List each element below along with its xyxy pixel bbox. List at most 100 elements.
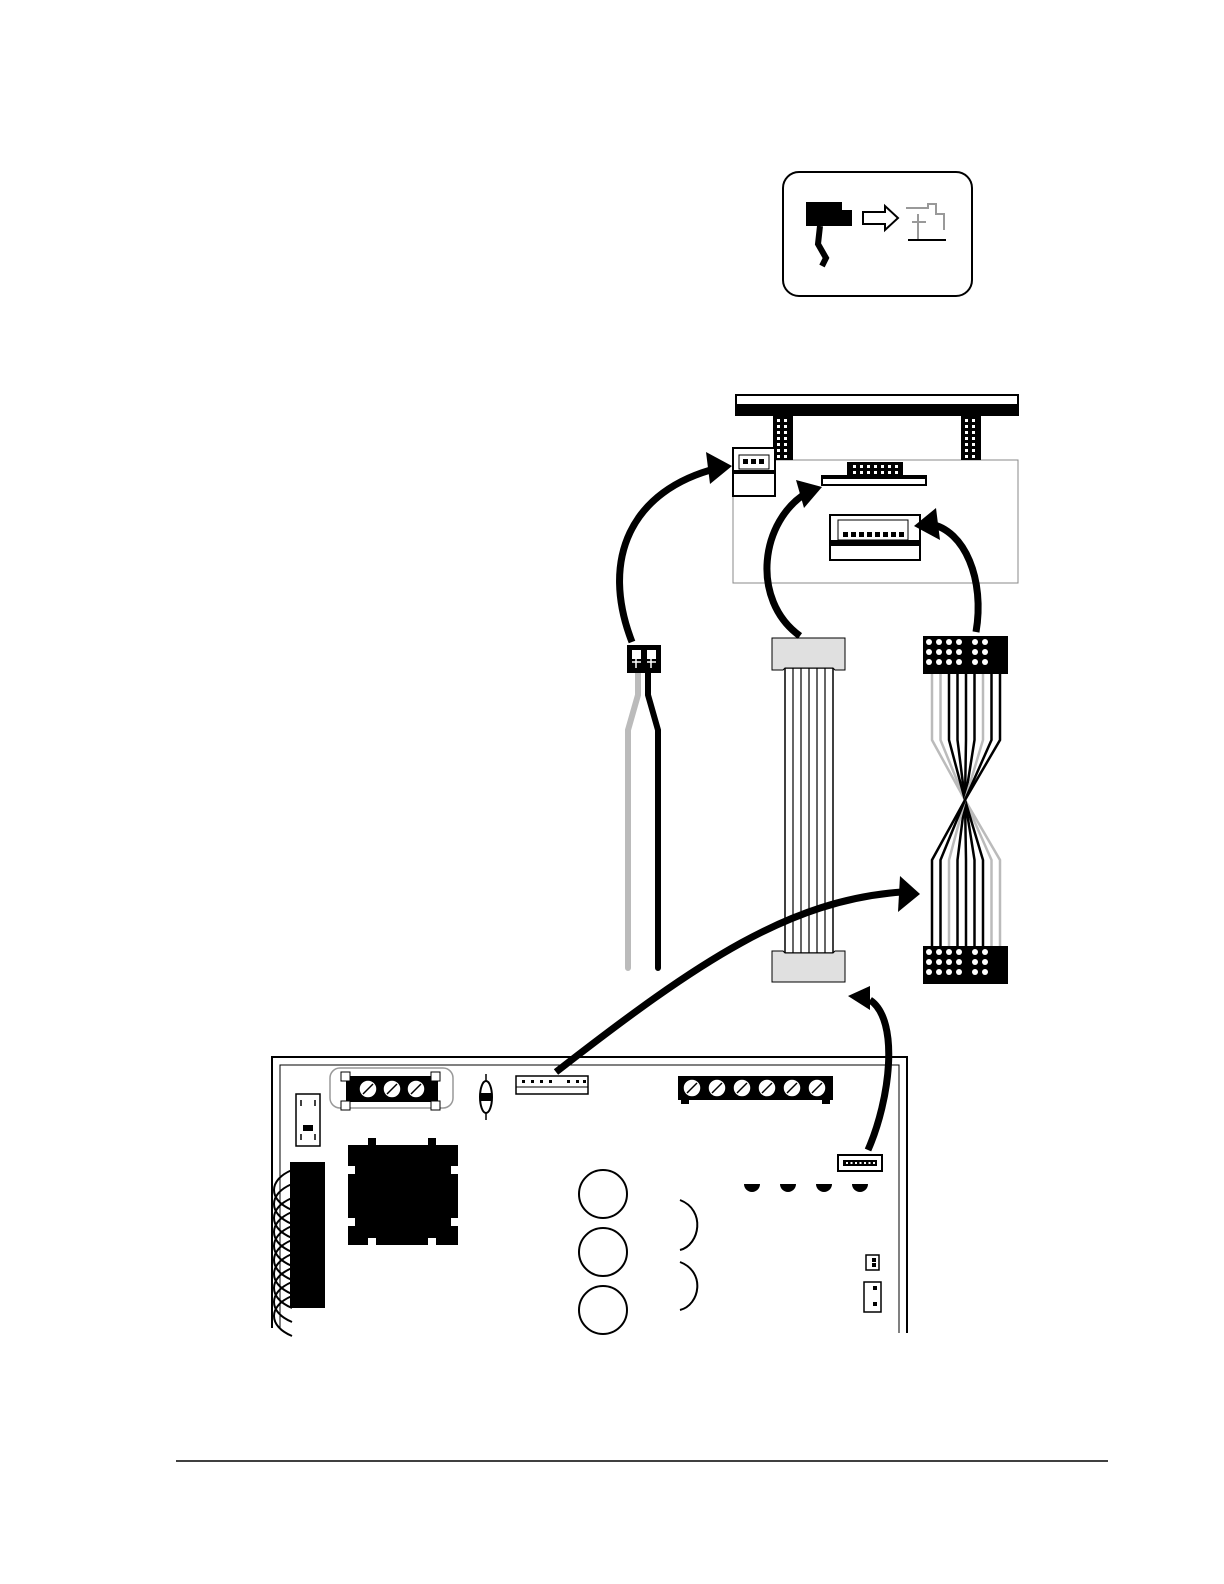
connector-pin (851, 532, 856, 537)
connector-pin (855, 1162, 857, 1164)
crossover-wire (965, 674, 966, 946)
header-pin (972, 449, 975, 452)
connector-pin (881, 471, 884, 474)
board-ribbon-connector (838, 1155, 882, 1171)
crossover-pin (926, 959, 932, 965)
crossover-cable (923, 636, 1008, 984)
connector-pin (899, 532, 904, 537)
header-pin (522, 1080, 525, 1083)
ribbon-cable (772, 638, 845, 982)
crossover-pin (956, 649, 962, 655)
header-pin (549, 1080, 552, 1083)
connector-pin (888, 471, 891, 474)
connector-pin (864, 1162, 866, 1164)
connector-pin (883, 532, 888, 537)
header-pin (784, 437, 787, 440)
keypad-power-connector (733, 448, 775, 496)
crossover-pin (972, 959, 978, 965)
crossover-pin (926, 639, 932, 645)
crossover-pin (936, 639, 942, 645)
edge-connector (274, 1162, 325, 1336)
crossover-pin (982, 969, 988, 975)
crossover-pin (946, 659, 952, 665)
crossover-pin (946, 959, 952, 965)
crossover-pin (982, 949, 988, 955)
crossover-pin (982, 649, 988, 655)
crossover-pin (972, 969, 978, 975)
connector-pin (869, 1162, 871, 1164)
connector-pin (888, 465, 891, 468)
header-pin (784, 443, 787, 446)
crossover-pin (956, 969, 962, 975)
arrow-to-keypad-power (620, 452, 732, 642)
arrow-board-to-crossover (556, 876, 920, 1072)
header-pin (784, 455, 787, 458)
header-pin (777, 437, 780, 440)
connector-pin (860, 471, 863, 474)
relay-arcs (680, 1200, 697, 1310)
header-pin (965, 437, 968, 440)
header-pin (965, 431, 968, 434)
crossover-pin (946, 969, 952, 975)
header-pin (972, 419, 975, 422)
indicator-leds (744, 1184, 868, 1192)
header-pins (777, 419, 975, 458)
header-pin (972, 455, 975, 458)
header-pin (965, 455, 968, 458)
header-pin (540, 1080, 543, 1083)
crossover-pin (936, 969, 942, 975)
led (816, 1184, 832, 1192)
two-wire-cable (627, 645, 661, 968)
crossover-pin (926, 659, 932, 665)
header-pin (583, 1080, 586, 1083)
crossover-pin (926, 949, 932, 955)
header-pin (965, 449, 968, 452)
connector-pin (867, 465, 870, 468)
dip-switch-large (864, 1282, 881, 1312)
connector-pin (874, 465, 877, 468)
disconnect-power-icon (783, 172, 972, 296)
connector-pin (875, 532, 880, 537)
header-pin (777, 425, 780, 428)
crossover-pin (926, 969, 932, 975)
crossover-pin (956, 949, 962, 955)
header-pin (777, 449, 780, 452)
connector-pin (853, 465, 856, 468)
header-pin (777, 419, 780, 422)
header-pin (777, 431, 780, 434)
header-pin (531, 1080, 534, 1083)
led (780, 1184, 796, 1192)
crossover-pin (972, 659, 978, 665)
capacitors (579, 1170, 627, 1334)
dip-switch-small (866, 1255, 879, 1270)
connector-pin (867, 471, 870, 474)
header-pin (972, 437, 975, 440)
crossover-pin (982, 959, 988, 965)
header-pin (777, 455, 780, 458)
header-pin (784, 425, 787, 428)
power-terminal-block (330, 1068, 453, 1110)
keypad-board (733, 395, 1018, 583)
connector-pin (874, 471, 877, 474)
crossover-pin (926, 649, 932, 655)
jumper-block (296, 1094, 320, 1146)
connector-pin (859, 532, 864, 537)
connector-pin (873, 1162, 875, 1164)
crossover-pin (972, 639, 978, 645)
header-pin (965, 443, 968, 446)
header-pin (784, 449, 787, 452)
connector-pin (843, 532, 848, 537)
main-control-board (272, 1057, 907, 1336)
fuse (480, 1074, 492, 1120)
connector-pin (895, 471, 898, 474)
crossover-pin (936, 959, 942, 965)
crossover-pin (936, 659, 942, 665)
led (744, 1184, 760, 1192)
header-pin (784, 419, 787, 422)
connector-pin (891, 532, 896, 537)
header-pin (777, 443, 780, 446)
connector-pin (851, 1162, 853, 1164)
arrow-board-to-ribbon (848, 986, 889, 1150)
crossover-pin (982, 659, 988, 665)
